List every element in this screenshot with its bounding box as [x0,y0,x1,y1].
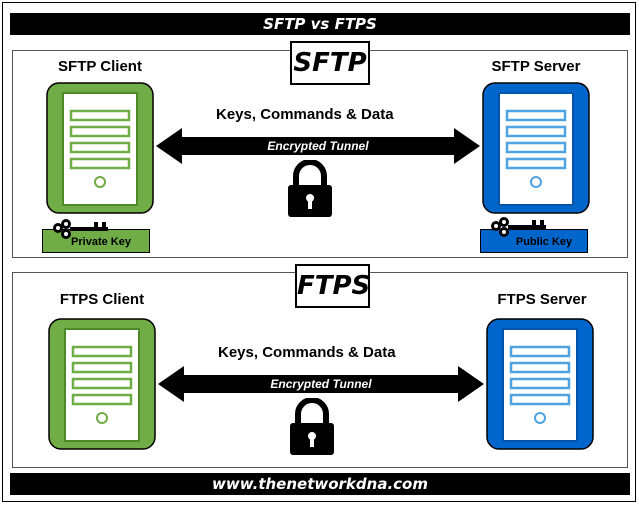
sftp-client-server-icon [46,82,154,214]
sftp-flow-label: Keys, Commands & Data [216,106,394,123]
private-key-icon [53,219,108,239]
ftps-tunnel-label: Encrypted Tunnel [270,377,372,391]
sftp-tunnel-label: Encrypted Tunnel [267,139,369,153]
public-key-icon [491,217,546,237]
ftps-tag: FTPS [295,264,370,308]
public-key-label: Public Key [480,229,588,253]
ftps-lock-icon [290,398,334,455]
ftps-client-server-icon [48,318,156,450]
private-key-label: Private Key [42,229,150,253]
ftps-flow-label: Keys, Commands & Data [218,344,396,361]
ftps-server-icon [486,318,594,450]
diagram-title: SFTP vs FTPS [10,13,630,35]
sftp-tunnel-arrow [156,128,480,164]
sftp-server-label: SFTP Server [491,58,581,75]
sftp-client-label: SFTP Client [58,58,142,75]
footer-url: www.thenetworkdna.com [10,473,630,495]
ftps-client-label: FTPS Client [59,291,145,308]
ftps-tunnel-arrow [158,366,484,402]
sftp-tag: SFTP [290,41,370,85]
sftp-lock-icon [288,160,332,217]
ftps-server-label: FTPS Server [497,291,587,308]
sftp-server-icon [482,82,590,214]
